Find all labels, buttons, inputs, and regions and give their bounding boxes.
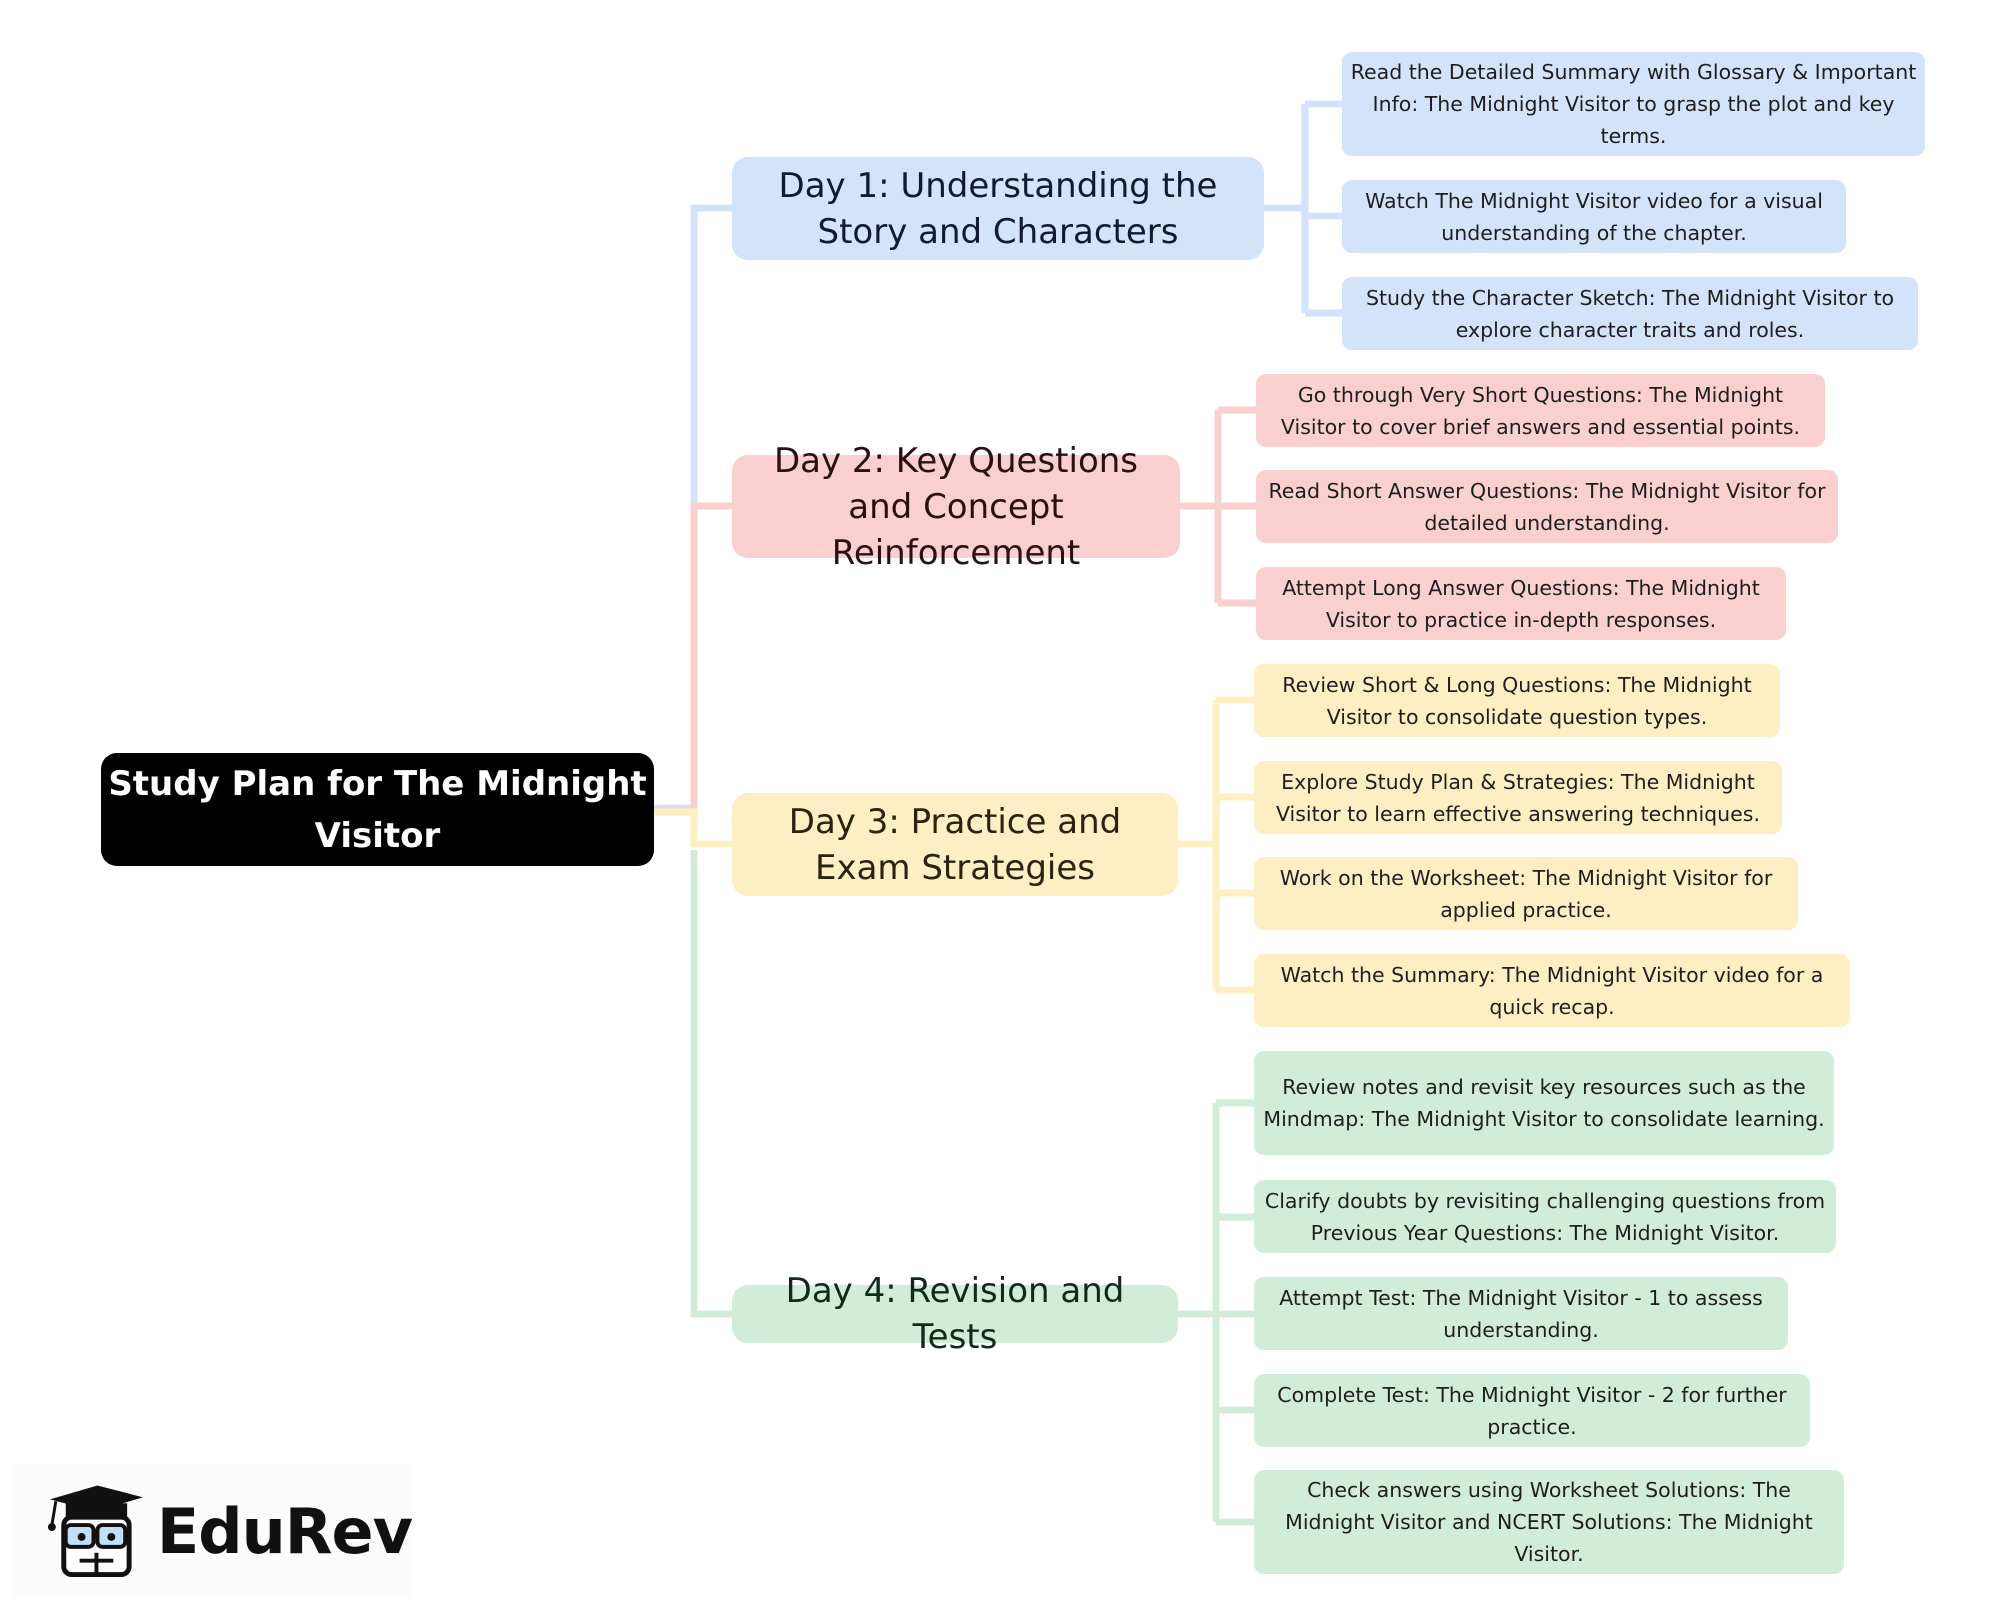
graduation-cap-mascot-icon [47, 1485, 143, 1578]
root-node: Study Plan for The Midnight Visitor [101, 753, 654, 866]
edurev-logo: EduRev [12, 1465, 413, 1597]
day-4-task-4: Complete Test: The Midnight Visitor - 2 … [1254, 1374, 1810, 1447]
task-label: Review Short & Long Questions: The Midni… [1282, 672, 1752, 729]
day-4-task-3: Attempt Test: The Midnight Visitor - 1 t… [1254, 1277, 1788, 1350]
day-1-task-2: Watch The Midnight Visitor video for a v… [1342, 180, 1846, 253]
connector-root-day4 [690, 850, 732, 1318]
task-label: Clarify doubts by revisiting challenging… [1264, 1188, 1826, 1245]
day-4-task-1: Review notes and revisit key resources s… [1254, 1051, 1834, 1155]
day-2-node: Day 2: Key Questions and Concept Reinfor… [732, 441, 1180, 573]
task-label: Work on the Worksheet: The Midnight Visi… [1279, 865, 1773, 922]
task-label: Complete Test: The Midnight Visitor - 2 … [1277, 1382, 1787, 1439]
task-label: Attempt Test: The Midnight Visitor - 1 t… [1279, 1285, 1763, 1342]
connector-day3-tasks [1178, 696, 1254, 994]
connector-day2-tasks [1180, 406, 1256, 607]
day-4-task-2: Clarify doubts by revisiting challenging… [1254, 1180, 1836, 1253]
day-1-title: Day 1: Understanding the Story and Chara… [778, 165, 1218, 252]
task-label: Explore Study Plan & Strategies: The Mid… [1275, 769, 1760, 826]
logo-text: EduRev [156, 1494, 413, 1568]
day-3-task-1: Review Short & Long Questions: The Midni… [1254, 664, 1780, 737]
day-1-node: Day 1: Understanding the Story and Chara… [732, 157, 1264, 260]
day-2-task-3: Attempt Long Answer Questions: The Midni… [1256, 567, 1786, 640]
day-1-task-3: Study the Character Sketch: The Midnight… [1342, 277, 1918, 350]
day-3-title: Day 3: Practice and Exam Strategies [788, 801, 1122, 888]
task-label: Review notes and revisit key resources s… [1263, 1075, 1825, 1131]
task-label: Check answers using Worksheet Solutions:… [1285, 1478, 1813, 1566]
task-label: Study the Character Sketch: The Midnight… [1365, 285, 1895, 342]
connector-root-day3 [654, 808, 732, 848]
day-2-title: Day 2: Key Questions and Concept Reinfor… [773, 440, 1139, 573]
day-3-task-2: Explore Study Plan & Strategies: The Mid… [1254, 761, 1782, 834]
connector-root-day2 [654, 502, 732, 814]
task-label: Go through Very Short Questions: The Mid… [1280, 382, 1801, 439]
day-3-task-4: Watch the Summary: The Midnight Visitor … [1254, 954, 1850, 1027]
day-3-node: Day 3: Practice and Exam Strategies [732, 793, 1178, 896]
day-1-task-1: Read the Detailed Summary with Glossary … [1342, 52, 1925, 156]
day-3-task-3: Work on the Worksheet: The Midnight Visi… [1254, 857, 1798, 930]
task-label: Watch The Midnight Visitor video for a v… [1365, 188, 1823, 245]
connector-day4-tasks [1178, 1099, 1254, 1526]
day-4-task-5: Check answers using Worksheet Solutions:… [1254, 1470, 1844, 1574]
root-title: Study Plan for The Midnight Visitor [108, 763, 647, 856]
day-2-task-2: Read Short Answer Questions: The Midnigh… [1256, 470, 1838, 543]
task-label: Attempt Long Answer Questions: The Midni… [1282, 575, 1760, 632]
task-label: Watch the Summary: The Midnight Visitor … [1280, 962, 1824, 1019]
day-4-title: Day 4: Revision and Tests [785, 1271, 1125, 1357]
task-label: Read the Detailed Summary with Glossary … [1350, 60, 1917, 148]
task-label: Read Short Answer Questions: The Midnigh… [1268, 478, 1826, 535]
connector-day1-tasks [1264, 100, 1342, 317]
day-2-task-1: Go through Very Short Questions: The Mid… [1256, 374, 1825, 447]
day-4-node: Day 4: Revision and Tests [732, 1271, 1178, 1357]
